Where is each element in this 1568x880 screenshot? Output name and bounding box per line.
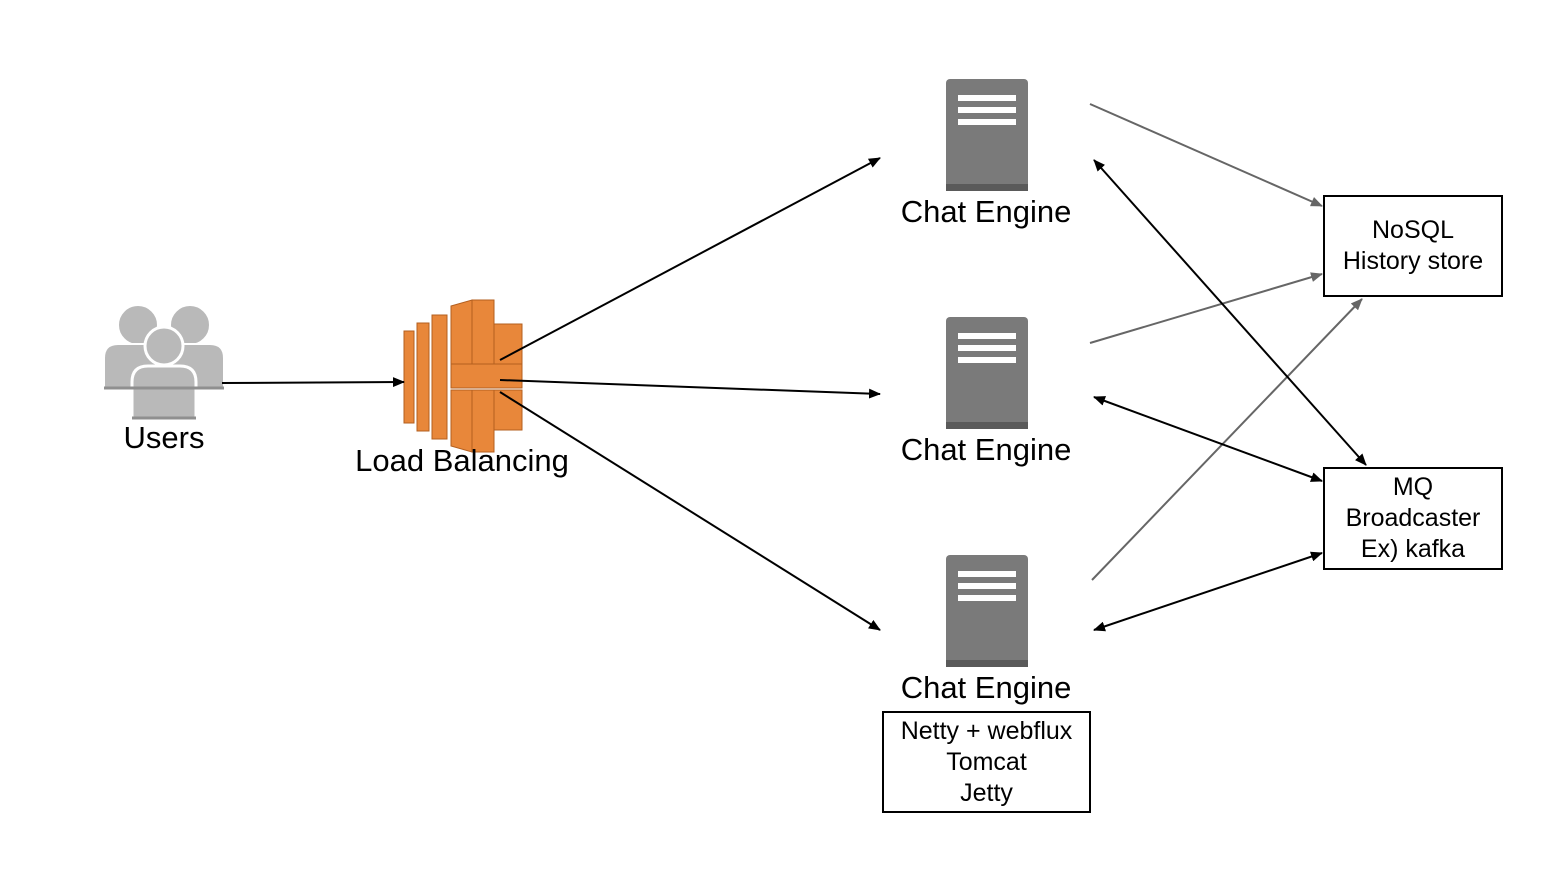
arrow-lb-to-engine-3 bbox=[499, 391, 881, 631]
load-balancer-icon bbox=[403, 299, 523, 453]
arrow-users-to-lb bbox=[221, 377, 405, 388]
engine-stack-item: Netty + webflux bbox=[900, 716, 1073, 745]
server-icon-2 bbox=[946, 317, 1028, 429]
engine-stack-item: Jetty bbox=[960, 778, 1013, 807]
users-label: Users bbox=[123, 420, 205, 455]
nosql-box: NoSQL History store bbox=[1323, 195, 1503, 297]
mq-line: Ex) kafka bbox=[1360, 535, 1466, 563]
arrow-engine-2-mq bbox=[1093, 396, 1323, 482]
arrow-engine-3-to-nosql bbox=[1091, 298, 1363, 581]
arrow-engine-3-mq bbox=[1093, 551, 1323, 632]
arrow-engine-1-to-nosql bbox=[1089, 103, 1323, 207]
engine-stack-item: Tomcat bbox=[946, 747, 1027, 776]
chat-engine-label-1: Chat Engine bbox=[900, 194, 1072, 229]
engine-stack-box: Netty + webflux Tomcat Jetty bbox=[882, 711, 1091, 813]
mq-line: MQ bbox=[1392, 473, 1434, 501]
chat-engine-label-2: Chat Engine bbox=[900, 432, 1072, 467]
chat-engine-label-3: Chat Engine bbox=[900, 670, 1072, 705]
arrow-lb-to-engine-2 bbox=[499, 379, 881, 399]
nosql-line: NoSQL bbox=[1372, 216, 1454, 244]
users-icon bbox=[103, 304, 225, 420]
mq-box: MQ Broadcaster Ex) kafka bbox=[1323, 467, 1503, 570]
nosql-line: History store bbox=[1342, 247, 1484, 275]
load-balancer-label: Load Balancing bbox=[355, 443, 569, 478]
mq-line: Broadcaster bbox=[1345, 504, 1481, 532]
server-icon-3 bbox=[946, 555, 1028, 667]
server-icon-1 bbox=[946, 79, 1028, 191]
arrow-lb-to-engine-1 bbox=[499, 157, 881, 361]
